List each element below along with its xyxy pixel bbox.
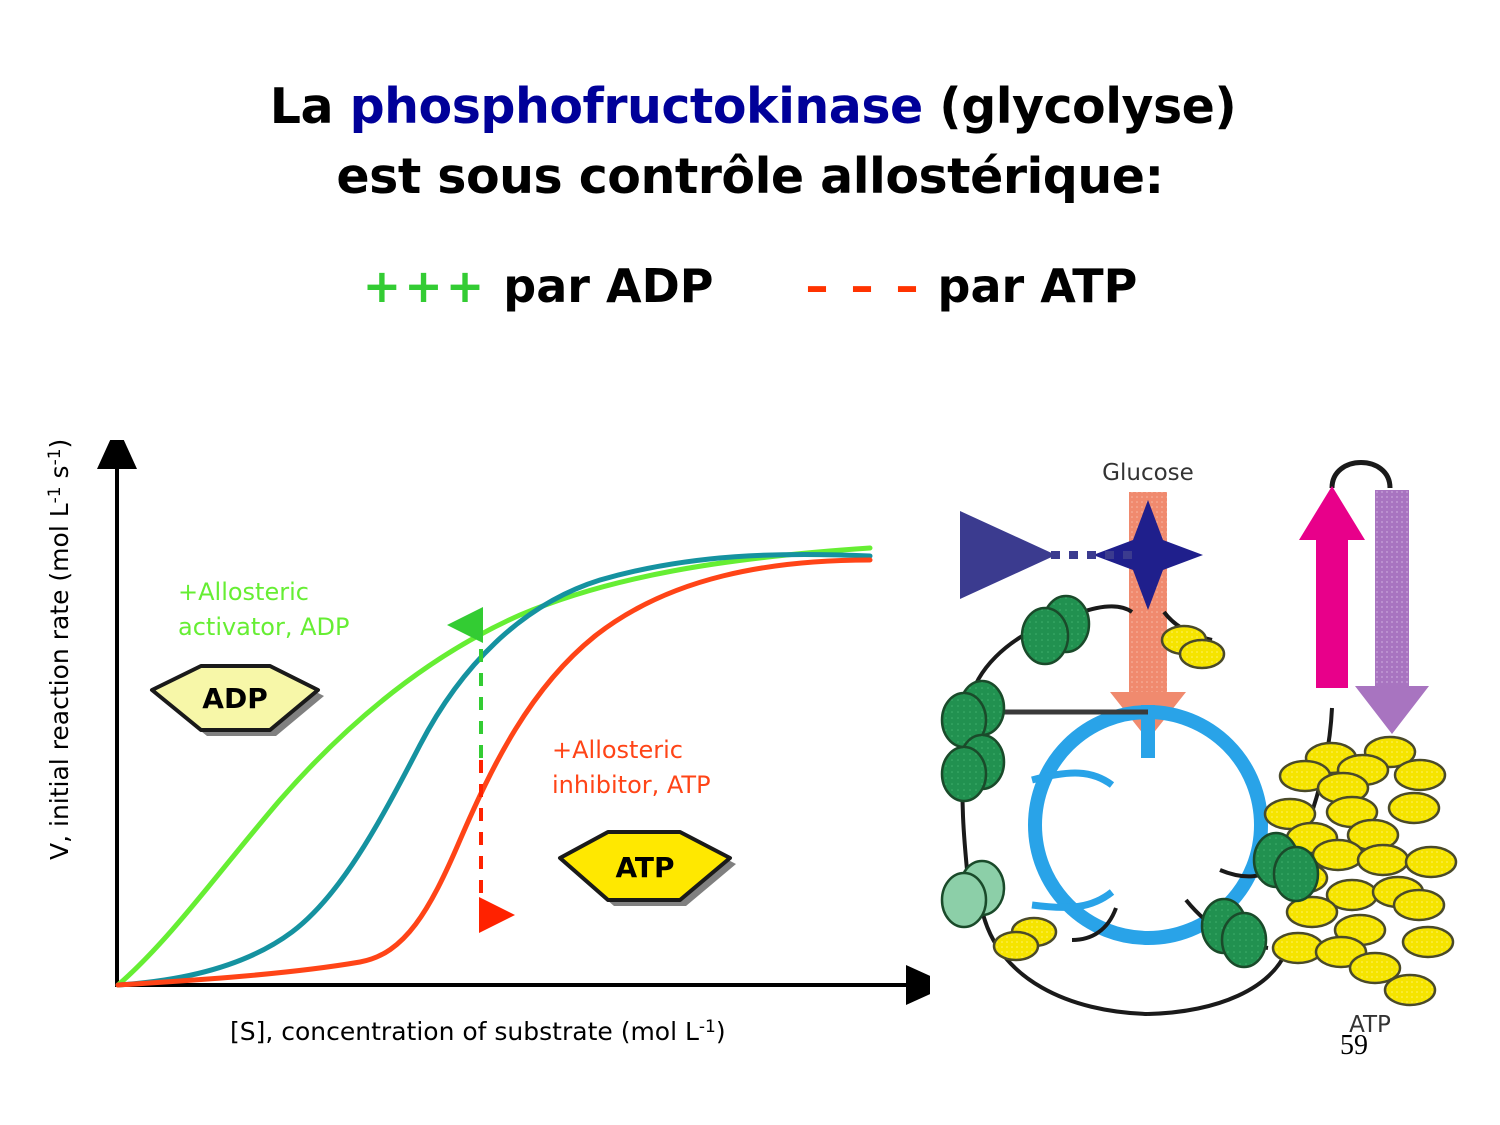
curve-no-effector xyxy=(115,551,873,988)
ring-branch-upper-left xyxy=(1031,769,1115,788)
ring-connector xyxy=(1141,708,1155,758)
glucose-label: Glucose xyxy=(1102,460,1194,486)
inhibitor-label-line2: inhibitor, ATP xyxy=(552,771,711,799)
small-coin-cluster-right xyxy=(1160,624,1226,670)
cell-metabolism-diagram: Glucose xyxy=(920,440,1500,1060)
plus-signs: +++ xyxy=(362,259,488,313)
small-coin-cluster-bottom xyxy=(992,916,1058,962)
activator-label-line2: activator, ADP xyxy=(178,613,349,641)
activator-label-line1: +Allosteric xyxy=(178,578,309,606)
curve-inhibitor-atp xyxy=(115,557,873,988)
curve-activator-adp xyxy=(115,545,873,988)
kinetics-chart: +Allosteric activator, ADP +Allosteric i… xyxy=(30,440,930,1060)
atp-badge-label: ATP xyxy=(615,851,674,884)
title-line-2: est sous contrôle allostérique: xyxy=(336,148,1164,205)
x-axis-label: [S], concentration of substrate (mol L-1… xyxy=(230,1017,726,1046)
ring-branch-lower-left xyxy=(1031,889,1115,911)
arrow-bridge xyxy=(1329,460,1393,489)
atp-consumption-down-arrow xyxy=(1355,490,1429,734)
inhibitor-label-line1: +Allosteric xyxy=(552,736,683,764)
minus-text: par ATP xyxy=(921,259,1138,313)
chain-bottom-right xyxy=(1147,951,1288,1016)
atp-badge: ATP xyxy=(558,830,736,906)
minus-signs: – – – xyxy=(805,259,922,313)
atp-coin-pile xyxy=(1263,735,1458,1007)
chain-bottom-left xyxy=(980,909,1149,1016)
title-highlight-phosphofructokinase: phosphofructokinase xyxy=(349,78,924,135)
page-title: La phosphofructokinase (glycolyse) est s… xyxy=(0,72,1500,212)
title-prefix: La xyxy=(269,78,350,135)
atp-pile-label: ATP xyxy=(1349,1012,1391,1038)
adp-badge: ADP xyxy=(150,664,324,736)
adp-badge-label: ADP xyxy=(202,682,267,715)
page-number: 59 xyxy=(1340,1030,1368,1061)
plus-text: par ADP xyxy=(487,259,714,313)
regulation-star-icon xyxy=(1093,500,1203,610)
title-suffix: (glycolyse) xyxy=(922,78,1237,135)
subtitle-row: +++ par ADP – – – par ATP xyxy=(0,258,1500,314)
title-line-1: La phosphofructokinase (glycolyse) xyxy=(0,72,1500,142)
chain-ring-to-coin xyxy=(1071,907,1118,942)
atp-synthesis-up-arrow xyxy=(1299,486,1365,688)
protein-nodes xyxy=(940,594,1320,969)
y-axis-label: V, initial reaction rate (mol L-1 s-1) xyxy=(45,440,74,860)
